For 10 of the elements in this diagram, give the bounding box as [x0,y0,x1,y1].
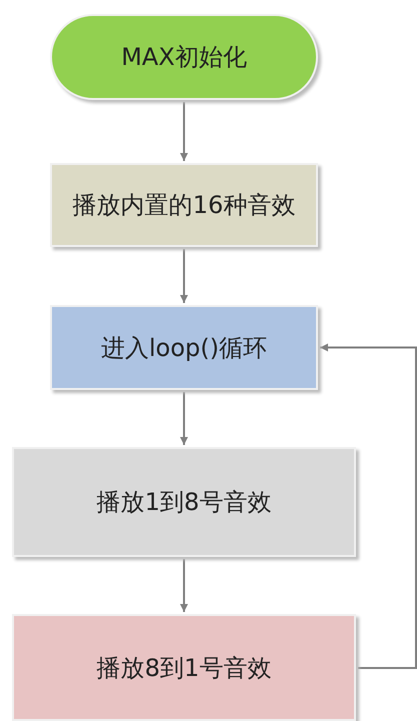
arrow [180,392,188,445]
arrow [180,249,188,303]
arrow [180,559,188,612]
arrow [180,102,188,161]
process-box: 进入loop()循环 [50,305,318,390]
process-box: 播放内置的16种音效 [50,163,318,247]
process-box: 播放1到8号音效 [12,447,356,557]
arrow [320,344,417,669]
start-terminal: MAX初始化 [50,14,318,100]
process-box: 播放8到1号音效 [12,614,356,721]
